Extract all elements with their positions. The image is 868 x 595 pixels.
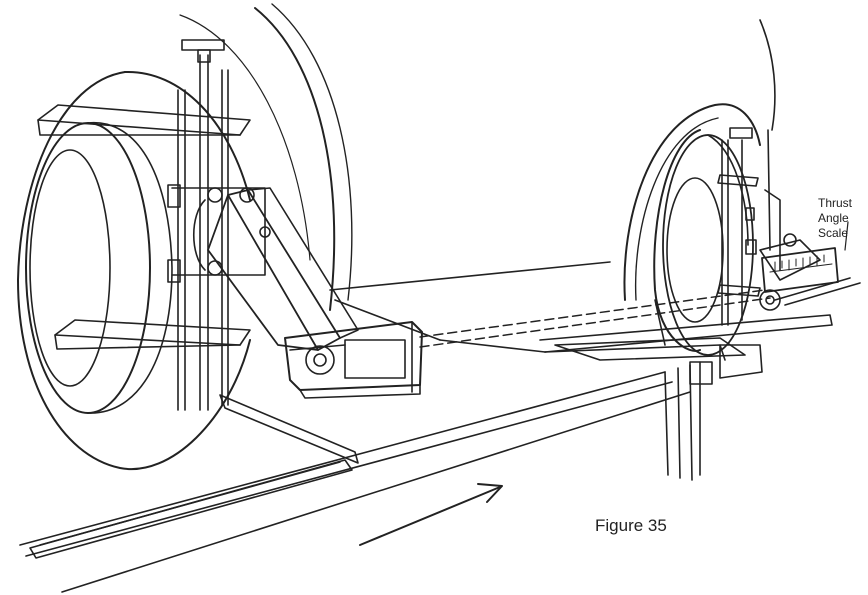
- figure-caption: Figure 35: [595, 516, 667, 535]
- thrust-angle-scale: [762, 222, 848, 292]
- thrust-angle-scale-label: Thrust Angle Scale: [818, 196, 866, 241]
- direction-arrow: [360, 484, 502, 545]
- thrust-label-line-1: Thrust: [818, 196, 853, 210]
- thrust-label-line-2: Angle: [818, 211, 849, 225]
- rear-wheel-clamp: [718, 128, 860, 325]
- alignment-rack: [20, 262, 832, 592]
- rear-wheel: [624, 20, 774, 355]
- front-sensor-head: [285, 322, 422, 398]
- thrust-label-line-3: Scale: [818, 226, 849, 240]
- front-wheel-clamp: [38, 40, 358, 410]
